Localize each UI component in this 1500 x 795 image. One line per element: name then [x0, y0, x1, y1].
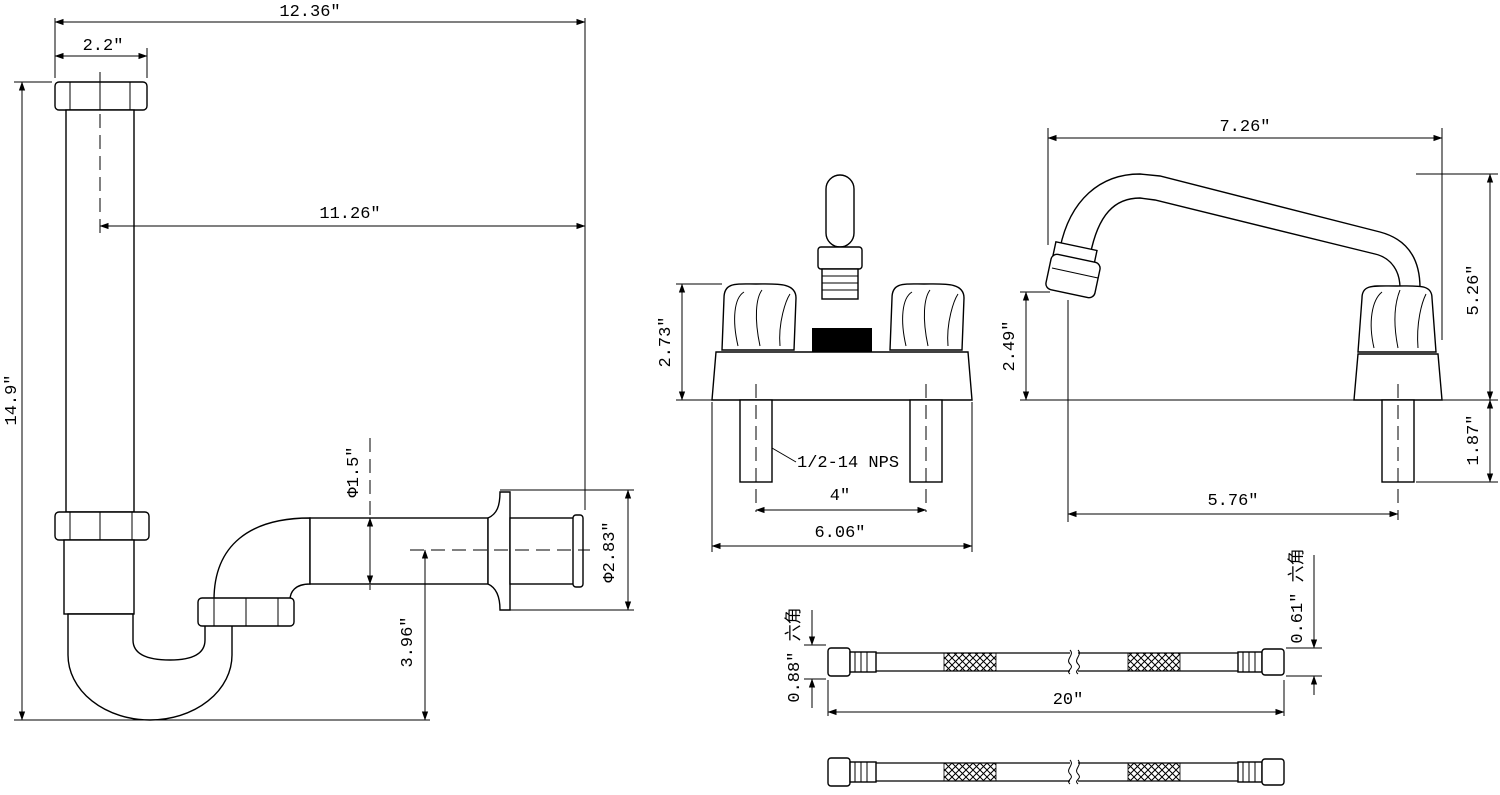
- side-aerator: [1045, 240, 1101, 299]
- hose1-right-ferrule: [1237, 651, 1263, 673]
- hose1-left-ferrule: [849, 651, 877, 673]
- label-drain-height: 14.9": [3, 374, 22, 425]
- faucet-front-view: 1/2-14 NPS 2.73" 4" 6.06": [657, 174, 973, 552]
- dim-drain-pipe-diameter: Φ1.5": [345, 446, 374, 585]
- dim-drain-overall-width: 12.36": [54, 3, 586, 26]
- trap-outlet-lip: [572, 514, 584, 588]
- drain-assembly: 12.36" 2.2" 11.26" 14.9" Φ1.5" 3.96" Φ2.…: [3, 3, 634, 721]
- dim-hose-nut-small: 0.61" 六角: [1287, 548, 1318, 695]
- dim-faucet-center-spacing: 4": [755, 487, 927, 514]
- faucet-left-handle: [721, 283, 797, 351]
- trap-arm-nut: [197, 597, 295, 627]
- hose2-mesh-left: [943, 762, 997, 782]
- dim-side-shank-length: 1.87": [1465, 399, 1494, 483]
- drain-middle-nut: [54, 511, 150, 541]
- hose1-right-nut: [1261, 648, 1285, 676]
- hose2-left-ferrule: [849, 761, 877, 783]
- hose2-left-nut: [827, 757, 851, 787]
- label-faucet-height: 2.73": [657, 316, 676, 367]
- hose2-right-nut: [1261, 758, 1285, 786]
- trap-outlet-sleeve: [509, 517, 579, 585]
- hose2-mesh-right: [1127, 762, 1181, 782]
- hose1-left-nut: [827, 647, 851, 677]
- dim-side-spout-reach: 7.26": [1047, 118, 1443, 142]
- supply-hose-1: 0.88" 六角 0.61" 六角 20": [784, 548, 1322, 716]
- label-drain-outlet-height: 3.96": [399, 616, 418, 667]
- dim-faucet-height: 2.73": [657, 283, 686, 401]
- label-drain-pipe-diameter: Φ1.5": [345, 446, 364, 497]
- dim-side-base-reach: 5.76": [1067, 492, 1399, 518]
- faucet-side-view: 7.26" 5.26" 2.49" 1.87" 5.76": [1001, 118, 1498, 522]
- faucet-spout-base-nut: [812, 328, 872, 354]
- side-spout-tube: [1059, 173, 1421, 289]
- hose1-mesh-left: [943, 652, 997, 672]
- label-drain-overall-width: 12.36": [279, 3, 340, 22]
- label-hose-nut-large: 0.88" 六角: [784, 607, 805, 702]
- label-side-spout-reach: 7.26": [1219, 118, 1270, 137]
- label-drain-flange-diameter: Φ2.83": [601, 521, 620, 582]
- label-drain-outlet-reach: 11.26": [319, 205, 380, 224]
- hose2-right-ferrule: [1237, 761, 1263, 783]
- dim-drain-outlet-reach: 11.26": [99, 205, 586, 230]
- label-side-aerator-height: 2.49": [1001, 320, 1020, 371]
- dim-drain-flange-diameter: Φ2.83": [601, 489, 632, 611]
- label-hose-nut-small: 0.61" 六角: [1287, 548, 1308, 643]
- label-thread-spec: 1/2-14 NPS: [797, 454, 899, 473]
- label-side-spout-height: 5.26": [1465, 264, 1484, 315]
- faucet-base: [711, 351, 973, 401]
- dim-side-spout-height: 5.26": [1465, 173, 1494, 401]
- dim-drain-nut-width: 2.2": [54, 37, 148, 60]
- label-hose-length: 20": [1053, 691, 1084, 710]
- faucet-spout-thread: [821, 268, 859, 300]
- trap-flange: [487, 491, 511, 611]
- dim-hose-nut-large: 0.88" 六角: [784, 607, 816, 708]
- label-faucet-center-spacing: 4": [830, 487, 850, 506]
- label-side-base-reach: 5.76": [1207, 492, 1258, 511]
- label-side-shank-length: 1.87": [1465, 414, 1484, 465]
- supply-hose-2: [827, 757, 1285, 787]
- trap-arm-elbow: [213, 517, 311, 601]
- dim-drain-height: 14.9": [3, 81, 26, 721]
- dim-faucet-base-width: 6.06": [711, 524, 973, 550]
- faucet-right-handle: [889, 283, 965, 351]
- drain-tailpiece: [65, 109, 135, 513]
- drain-top-nut: [54, 81, 148, 111]
- dim-side-aerator-height: 2.49": [1001, 291, 1030, 401]
- drain-collar: [63, 539, 135, 615]
- label-faucet-base-width: 6.06": [814, 524, 865, 543]
- dim-hose-length: 20": [827, 691, 1285, 716]
- faucet-spout-stub: [825, 174, 855, 248]
- faucet-spout-nut: [817, 246, 863, 270]
- label-drain-nut-width: 2.2": [83, 37, 124, 56]
- trap-arm-pipe: [309, 517, 489, 585]
- trap-u-bend: [67, 613, 233, 721]
- hose1-mesh-right: [1127, 652, 1181, 672]
- dim-drain-outlet-height: 3.96": [399, 549, 429, 721]
- side-handle: [1357, 285, 1437, 353]
